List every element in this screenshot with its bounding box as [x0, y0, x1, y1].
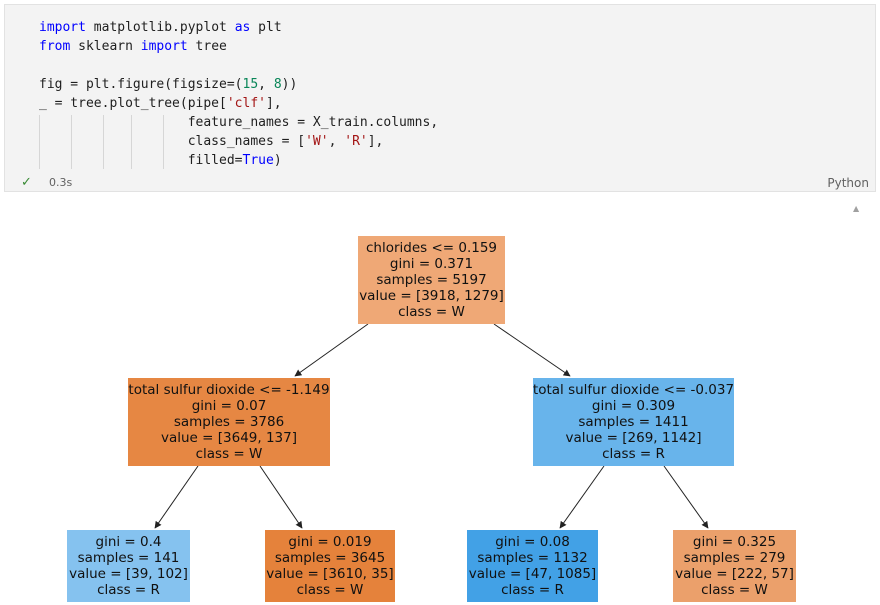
- node-text: value = [39, 102]: [69, 566, 188, 582]
- code-token: ,: [258, 77, 274, 92]
- code-token: ],: [367, 134, 384, 149]
- node-text: class = W: [398, 304, 465, 320]
- node-text: gini = 0.309: [591, 398, 676, 414]
- node-text: gini = 0.371: [389, 256, 474, 272]
- code-token: as: [234, 20, 251, 35]
- language-selector[interactable]: Python: [827, 176, 869, 190]
- code-token: plt: [250, 20, 282, 35]
- indent-guide: [71, 115, 72, 169]
- code-token: 'clf': [226, 96, 266, 111]
- code-line: feature_names = X_train.columns,: [39, 113, 438, 132]
- code-token: ],: [265, 96, 282, 111]
- code-token: feature_names = X_train.columns,: [39, 115, 439, 130]
- node-text: gini = 0.07: [191, 398, 267, 414]
- code-line: [39, 56, 438, 75]
- indent-guide: [163, 115, 164, 169]
- indent-guide: [39, 115, 40, 169]
- node-text: value = [269, 1142]: [565, 430, 702, 446]
- tree-edge: [259, 465, 303, 529]
- execution-time: 0.3s: [49, 176, 73, 189]
- code-line: filled=True): [39, 151, 438, 170]
- tree-edge: [559, 465, 605, 529]
- code-token: )): [281, 77, 298, 92]
- node-text: class = R: [602, 446, 665, 462]
- code-line: fig = plt.figure(figsize=(15, 8)): [39, 75, 438, 94]
- node-text: samples = 1411: [578, 414, 689, 430]
- code-line: from sklearn import tree: [39, 37, 438, 56]
- decision-tree-plot: [154, 323, 709, 529]
- code-token: class_names = [: [39, 134, 306, 149]
- code-token: sklearn: [70, 39, 141, 54]
- node-text: samples = 5197: [376, 272, 487, 288]
- code-token: 'R': [344, 134, 368, 149]
- node-text: samples = 3786: [173, 414, 285, 430]
- node-text: value = [3649, 137]: [160, 430, 297, 446]
- node-text: total sulfur dioxide <= -1.149: [128, 382, 330, 398]
- indent-guide: [131, 115, 132, 169]
- tree-edge: [493, 323, 571, 377]
- code-token: 8: [273, 77, 282, 92]
- node-text: samples = 1132: [477, 550, 588, 566]
- code-token: tree: [187, 39, 227, 54]
- code-token: ,: [328, 134, 345, 149]
- code-line: _ = tree.plot_tree(pipe['clf'],: [39, 94, 438, 113]
- check-icon: ✓: [21, 175, 32, 190]
- node-text: value = [3918, 1279]: [359, 288, 504, 304]
- node-text: class = W: [195, 446, 263, 462]
- execution-status-bar: ✓ 0.3s Python: [5, 173, 875, 193]
- code-token: ): [273, 153, 282, 168]
- code-token: True: [242, 153, 274, 168]
- node-text: samples = 3645: [274, 550, 386, 566]
- node-text: gini = 0.019: [288, 534, 372, 550]
- node-text: class = W: [701, 582, 768, 598]
- code-token: from: [39, 39, 71, 54]
- node-text: value = [47, 1085]: [468, 566, 597, 582]
- code-line: class_names = ['W', 'R'],: [39, 132, 438, 151]
- node-text: value = [222, 57]: [675, 566, 794, 582]
- node-text: gini = 0.325: [692, 534, 777, 550]
- tree-edge: [663, 465, 709, 529]
- node-text: class = W: [296, 582, 364, 598]
- tree-edge: [154, 465, 199, 529]
- indent-guide: [103, 115, 104, 169]
- code-token: filled=: [39, 153, 243, 168]
- node-text: class = R: [501, 582, 564, 598]
- node-text: value = [3610, 35]: [266, 566, 394, 582]
- node-text: gini = 0.4: [95, 534, 162, 550]
- code-token: import: [140, 39, 188, 54]
- tree-edge: [294, 323, 369, 377]
- node-text: total sulfur dioxide <= -0.037: [532, 382, 735, 398]
- code-token: 'W': [305, 134, 329, 149]
- node-text: chlorides <= 0.159: [365, 240, 498, 256]
- node-text: class = R: [97, 582, 160, 598]
- node-text: samples = 141: [77, 550, 180, 566]
- code-token: import: [39, 20, 86, 35]
- node-text: samples = 279: [683, 550, 786, 566]
- scroll-up-icon[interactable]: ▲: [853, 204, 860, 213]
- code-token: 15: [242, 77, 259, 92]
- code-token: _ = tree.plot_tree(pipe[: [39, 96, 227, 111]
- code-token: matplotlib.pyplot: [85, 20, 235, 35]
- node-text: gini = 0.08: [495, 534, 570, 550]
- code-token: fig = plt.figure(figsize=(: [39, 77, 243, 92]
- code-line: import matplotlib.pyplot as plt: [39, 18, 438, 37]
